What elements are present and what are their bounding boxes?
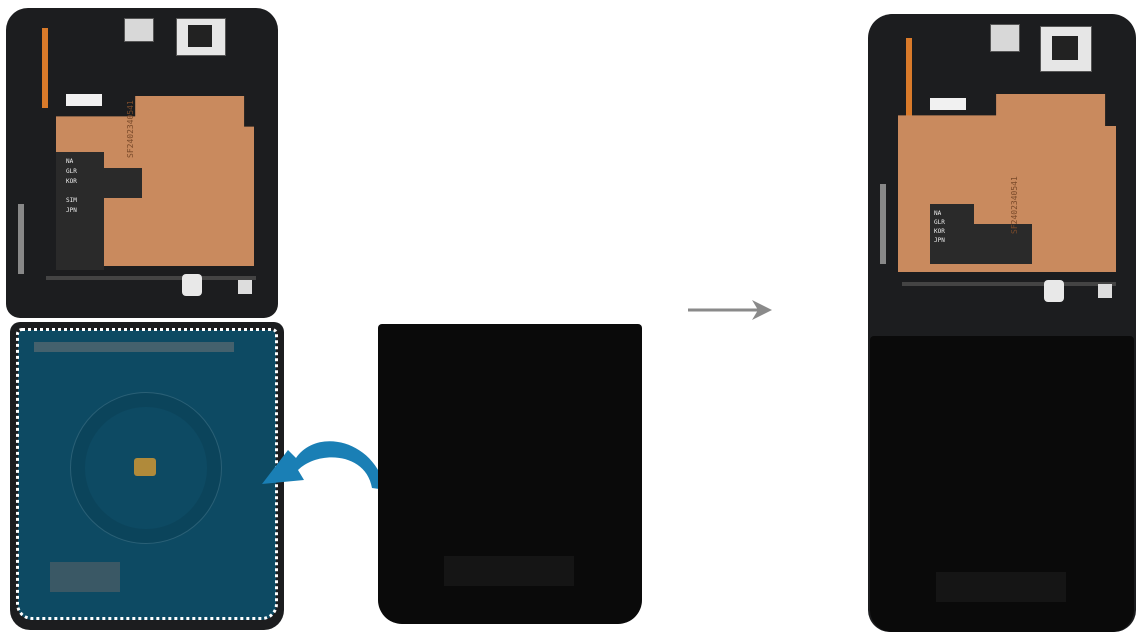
right-top-chip (990, 24, 1020, 52)
left-region-label: NA (66, 158, 77, 165)
right-white-tab (930, 98, 966, 110)
right-side-button (880, 184, 886, 264)
curved-arrow-body (262, 441, 386, 490)
right-bottom-white-chip (1044, 280, 1064, 302)
right-flex-cable-2 (972, 224, 1032, 264)
right-camera-sensor (1052, 36, 1078, 60)
cover-bottom-marking (444, 556, 574, 586)
panel-bracket-bottom (50, 562, 120, 592)
left-region-label: JPN (66, 207, 77, 214)
left-region-label: SIM (66, 197, 77, 204)
right-connector-strip (906, 38, 912, 118)
coil-pattern (70, 392, 222, 544)
left-region-label: KOR (66, 178, 77, 185)
right-installed-cover (870, 336, 1134, 632)
right-board-code: SF2402340541 (1010, 176, 1019, 234)
left-side-button (18, 204, 24, 274)
outer-cover-display (378, 324, 642, 624)
right-region-label: NA (934, 210, 945, 217)
left-board-code: SF2402340541 (126, 100, 135, 158)
left-phone-lower-half (10, 322, 284, 630)
panel-flex-top (34, 342, 234, 352)
result-arrow-icon (686, 298, 774, 322)
left-qr-label (238, 280, 252, 294)
left-connector-strip (42, 28, 48, 108)
right-region-label: GLR (934, 219, 945, 226)
left-flex-cable-2 (102, 168, 142, 198)
left-flex-cable (56, 152, 104, 270)
left-region-labels: NA GLR KOR SIM JPN (66, 158, 77, 214)
left-phone: NA GLR KOR SIM JPN SF2402340541 (6, 8, 278, 318)
left-top-chip-1 (124, 18, 154, 42)
left-white-tab (66, 94, 102, 106)
left-hinge-bar (46, 276, 256, 280)
install-cover-arrow-icon (256, 428, 392, 496)
right-hinge-bar (902, 282, 1116, 286)
right-region-label: KOR (934, 228, 945, 235)
right-cover-bottom-marking (936, 572, 1066, 602)
left-bottom-white-chip (182, 274, 202, 296)
right-phone: NA GLR KOR JPN SF2402340541 (868, 14, 1136, 632)
right-region-labels: NA GLR KOR JPN (934, 210, 945, 244)
right-qr-label (1098, 284, 1112, 298)
left-region-label: GLR (66, 168, 77, 175)
left-camera-sensor (188, 25, 212, 47)
right-region-label: JPN (934, 237, 945, 244)
